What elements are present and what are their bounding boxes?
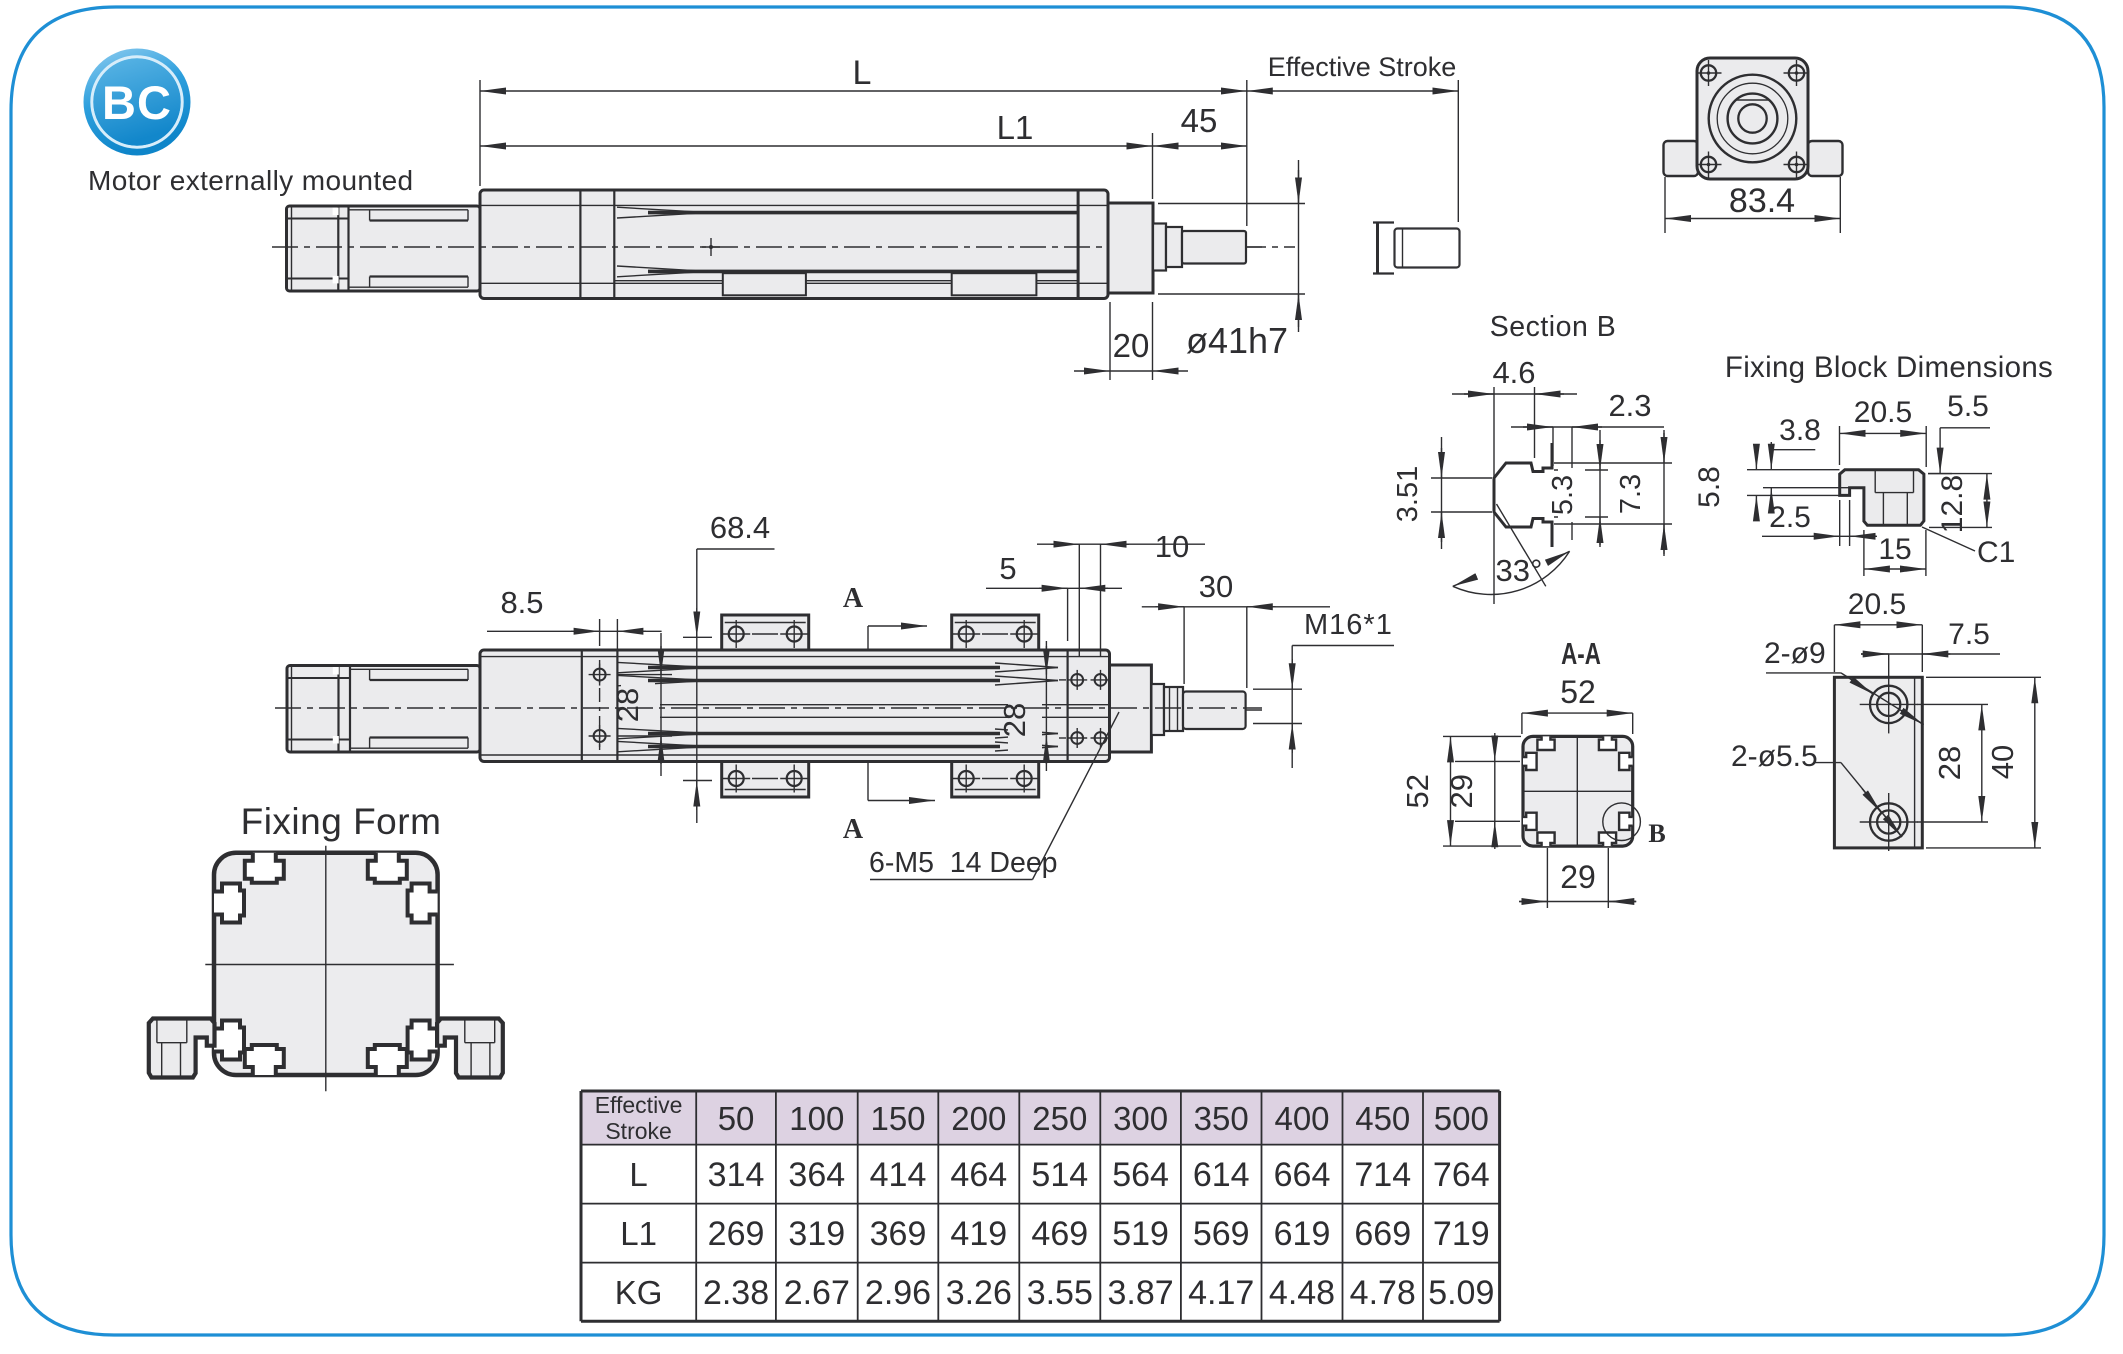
svg-text:7.5: 7.5 (1948, 618, 1990, 651)
svg-text:5.3: 5.3 (1547, 475, 1579, 515)
svg-text:514: 514 (1031, 1156, 1088, 1194)
svg-text:6-M5 14 Deep: 6-M5 14 Deep (869, 847, 1058, 879)
svg-text:269: 269 (708, 1215, 765, 1253)
svg-text:150: 150 (870, 1100, 925, 1137)
svg-text:200: 200 (951, 1100, 1006, 1137)
svg-text:B: B (1648, 819, 1665, 848)
svg-text:350: 350 (1194, 1100, 1249, 1137)
svg-text:2.5: 2.5 (1769, 501, 1811, 534)
svg-text:5: 5 (999, 551, 1016, 586)
svg-text:3.8: 3.8 (1779, 414, 1821, 447)
svg-text:3.55: 3.55 (1027, 1274, 1093, 1312)
svg-text:33°: 33° (1496, 553, 1543, 588)
svg-text:M16*1: M16*1 (1304, 609, 1393, 641)
svg-text:619: 619 (1274, 1215, 1331, 1253)
svg-text:Effective: Effective (595, 1092, 683, 1118)
svg-text:L: L (853, 54, 872, 92)
svg-text:KG: KG (615, 1274, 663, 1311)
svg-text:Stroke: Stroke (605, 1118, 671, 1144)
svg-text:12.8: 12.8 (1936, 475, 1969, 533)
svg-text:4.48: 4.48 (1269, 1274, 1335, 1312)
svg-text:469: 469 (1031, 1215, 1088, 1253)
svg-text:2-ø5.5: 2-ø5.5 (1731, 740, 1818, 773)
svg-text:68.4: 68.4 (710, 510, 770, 545)
svg-text:300: 300 (1113, 1100, 1168, 1137)
svg-text:15: 15 (1878, 533, 1911, 566)
svg-text:Fixing Block Dimensions: Fixing Block Dimensions (1725, 351, 2053, 384)
svg-text:ø41h7: ø41h7 (1186, 320, 1288, 361)
svg-text:250: 250 (1032, 1100, 1087, 1137)
svg-text:714: 714 (1354, 1156, 1411, 1194)
svg-text:7.3: 7.3 (1615, 474, 1647, 514)
svg-text:C1: C1 (1977, 536, 2015, 569)
svg-text:464: 464 (950, 1156, 1007, 1194)
svg-text:20.5: 20.5 (1848, 588, 1906, 621)
svg-text:2.3: 2.3 (1608, 388, 1651, 423)
svg-text:A: A (843, 814, 864, 845)
svg-text:2-ø9: 2-ø9 (1764, 637, 1826, 670)
svg-text:314: 314 (708, 1156, 765, 1194)
svg-text:28: 28 (1932, 746, 1967, 780)
svg-text:5.5: 5.5 (1947, 390, 1989, 423)
svg-text:29: 29 (1444, 774, 1479, 808)
svg-text:519: 519 (1112, 1215, 1169, 1253)
svg-text:Fixing Form: Fixing Form (241, 801, 442, 842)
svg-text:A: A (843, 583, 864, 614)
svg-text:419: 419 (950, 1215, 1007, 1253)
svg-text:5.8: 5.8 (1693, 466, 1726, 508)
svg-text:364: 364 (788, 1156, 845, 1194)
svg-text:20: 20 (1113, 327, 1150, 364)
svg-text:614: 614 (1193, 1156, 1250, 1194)
svg-text:28: 28 (997, 703, 1032, 737)
svg-text:BC: BC (102, 76, 172, 129)
svg-text:764: 764 (1433, 1156, 1490, 1194)
svg-text:L1: L1 (997, 109, 1034, 146)
svg-text:52: 52 (1400, 774, 1435, 808)
svg-text:2.96: 2.96 (865, 1274, 931, 1312)
svg-text:4.78: 4.78 (1350, 1274, 1416, 1312)
svg-text:4.17: 4.17 (1188, 1274, 1254, 1312)
svg-text:2.67: 2.67 (784, 1274, 850, 1312)
svg-text:Motor externally mounted: Motor externally mounted (88, 165, 414, 196)
svg-text:369: 369 (870, 1215, 927, 1253)
svg-text:A-A: A-A (1561, 636, 1601, 670)
svg-text:5.09: 5.09 (1428, 1274, 1494, 1312)
svg-text:45: 45 (1181, 102, 1218, 139)
svg-text:564: 564 (1112, 1156, 1169, 1194)
svg-text:4.6: 4.6 (1492, 355, 1535, 390)
svg-text:L: L (629, 1156, 647, 1193)
svg-text:3.26: 3.26 (946, 1274, 1012, 1312)
svg-text:30: 30 (1199, 569, 1233, 604)
svg-text:8.5: 8.5 (500, 585, 543, 620)
svg-text:450: 450 (1355, 1100, 1410, 1137)
svg-text:28: 28 (610, 688, 645, 722)
svg-text:719: 719 (1433, 1215, 1490, 1253)
svg-text:83.4: 83.4 (1729, 182, 1795, 220)
svg-text:L1: L1 (620, 1215, 657, 1252)
svg-text:52: 52 (1560, 674, 1596, 710)
svg-text:664: 664 (1274, 1156, 1331, 1194)
svg-text:40: 40 (1985, 745, 2020, 779)
svg-text:20.5: 20.5 (1854, 396, 1912, 429)
svg-text:569: 569 (1193, 1215, 1250, 1253)
svg-text:29: 29 (1560, 859, 1596, 895)
svg-text:50: 50 (718, 1100, 755, 1137)
svg-text:Effective Stroke: Effective Stroke (1268, 52, 1457, 82)
svg-text:400: 400 (1274, 1100, 1329, 1137)
svg-text:3.87: 3.87 (1108, 1274, 1174, 1312)
svg-text:500: 500 (1434, 1100, 1489, 1137)
svg-text:319: 319 (788, 1215, 845, 1253)
svg-text:2.38: 2.38 (703, 1274, 769, 1312)
svg-text:Section B: Section B (1490, 311, 1617, 343)
svg-text:414: 414 (870, 1156, 927, 1194)
svg-text:100: 100 (789, 1100, 844, 1137)
svg-text:669: 669 (1354, 1215, 1411, 1253)
svg-text:10: 10 (1155, 529, 1189, 564)
svg-text:3.51: 3.51 (1392, 466, 1424, 522)
